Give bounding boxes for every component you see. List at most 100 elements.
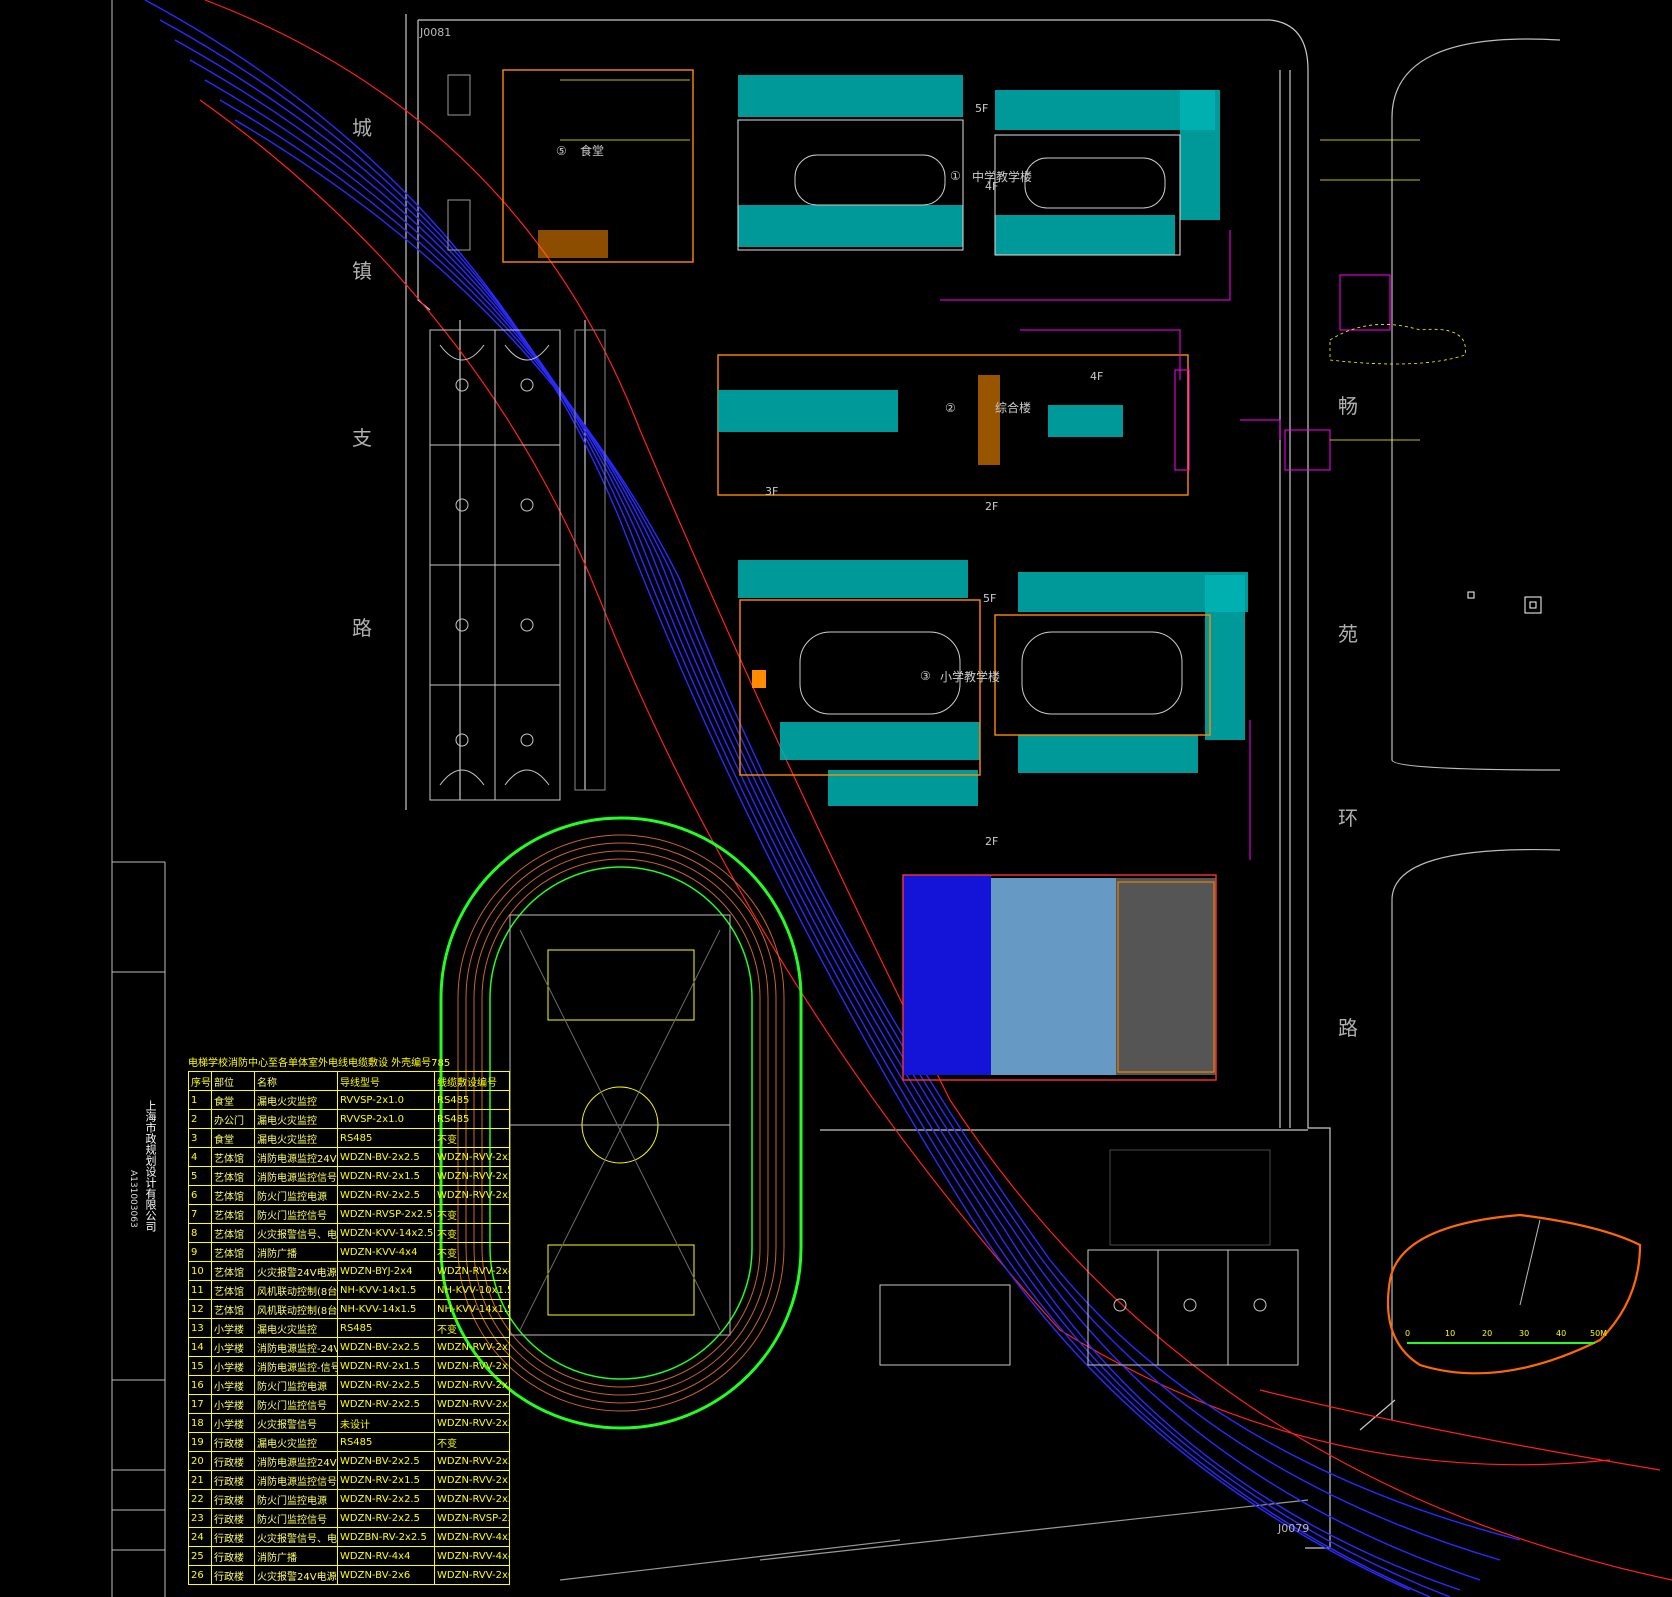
table-cell: WDZN-RV-2x2.5 xyxy=(337,1394,435,1414)
scale-tick: 10 xyxy=(1445,1329,1455,1338)
table-row: 12艺体馆风机联动控制(8台回路)NH-KVV-14x1.5NH-KVV-14x… xyxy=(188,1299,510,1319)
table-cell: 消防电源监控-信号 xyxy=(254,1356,338,1376)
basketball-courts-west xyxy=(429,329,606,801)
cable-routes-magenta xyxy=(940,230,1391,860)
table-cell: 火灾报警24V电源 xyxy=(254,1565,338,1585)
table-cell: WDZN-RV-2x2.5 xyxy=(337,1508,435,1528)
cable-table-title: 电梯学校消防中心至各单体室外电线电缆敷设 外壳编号785 xyxy=(188,1058,451,1069)
table-cell: 火灾报警信号 xyxy=(254,1413,338,1433)
table-cell: WDZN-RV-2x2.5 xyxy=(337,1375,435,1395)
table-cell: 7 xyxy=(188,1204,212,1224)
table-cell: 不变 xyxy=(434,1204,510,1224)
table-cell: WDZN-RVV-2x2.5 xyxy=(434,1394,510,1414)
table-cell: WDZN-BV-2x2.5 xyxy=(337,1451,435,1471)
table-cell: RS485 xyxy=(337,1318,435,1338)
table-cell: 艺体馆 xyxy=(211,1223,255,1243)
table-header-cell: 导线型号 xyxy=(337,1071,435,1091)
table-cell: 不变 xyxy=(434,1242,510,1262)
table-cell: 10 xyxy=(188,1261,212,1281)
table-cell: WDZN-KVV-14x2.5 xyxy=(337,1223,435,1243)
table-cell: 行政楼 xyxy=(211,1432,255,1452)
table-cell: 行政楼 xyxy=(211,1546,255,1566)
table-cell: WDZN-RVV-2x2.5 xyxy=(434,1337,510,1357)
table-cell: 火灾报警信号、电话 xyxy=(254,1223,338,1243)
table-cell: 食堂 xyxy=(211,1090,255,1110)
road-name-east: 畅 xyxy=(1338,394,1358,418)
table-cell: 13 xyxy=(188,1318,212,1338)
table-cell: 防火门监控信号 xyxy=(254,1204,338,1224)
table-cell: 不变 xyxy=(434,1223,510,1243)
table-cell: WDZN-RVSP-2x2.5 xyxy=(434,1508,510,1528)
table-cell: 不变 xyxy=(434,1128,510,1148)
table-cell: 艺体馆 xyxy=(211,1280,255,1300)
table-cell: RS485 xyxy=(337,1128,435,1148)
building-name: 食堂 xyxy=(580,143,604,158)
floor-tag: 2F xyxy=(985,500,998,513)
floor-tag: 5F xyxy=(975,102,988,115)
table-cell: WDZN-RVSP-2x2.5 xyxy=(337,1204,435,1224)
table-cell: 艺体馆 xyxy=(211,1242,255,1262)
courts-south-east xyxy=(879,1149,1299,1366)
table-cell: 行政楼 xyxy=(211,1470,255,1490)
table-cell: NH-KVV-10x1.5 xyxy=(434,1280,510,1300)
table-cell: 火灾报警信号、电话 xyxy=(254,1527,338,1547)
drawing-frame xyxy=(111,0,166,1597)
table-cell: 小学楼 xyxy=(211,1356,255,1376)
table-row: 14小学楼消防电源监控-24V电源WDZN-BV-2x2.5WDZN-RVV-2… xyxy=(188,1337,510,1357)
scale-tick: 0 xyxy=(1405,1329,1410,1338)
table-cell: RVVSP-2x1.0 xyxy=(337,1090,435,1110)
table-cell: NH-KVV-14x1.5 xyxy=(337,1280,435,1300)
building-name: 中学教学楼 xyxy=(972,169,1032,184)
table-cell: WDZN-RVV-2x4 xyxy=(434,1261,510,1281)
table-cell: WDZN-RVV-2x1.5 xyxy=(434,1356,510,1376)
table-cell: WDZN-RVV-4x4 xyxy=(434,1546,510,1566)
table-cell: 艺体馆 xyxy=(211,1299,255,1319)
table-cell: 办公门 xyxy=(211,1109,255,1129)
table-cell: WDZN-BV-2x2.5 xyxy=(337,1337,435,1357)
table-cell: 小学楼 xyxy=(211,1318,255,1338)
table-cell: RS485 xyxy=(434,1090,510,1110)
table-cell: RS485 xyxy=(337,1432,435,1452)
markers xyxy=(1467,591,1542,614)
table-cell: 12 xyxy=(188,1299,212,1319)
building-labels: ① 中学教学楼 ② 综合楼 ③ 小学教学楼 ⑤ 食堂 xyxy=(556,143,1032,684)
road-name-east: 路 xyxy=(1338,1016,1358,1040)
table-cell: 艺体馆 xyxy=(211,1261,255,1281)
table-cell: 防火门监控电源 xyxy=(254,1489,338,1509)
table-cell: 火灾报警24V电源 xyxy=(254,1261,338,1281)
table-cell: 22 xyxy=(188,1489,212,1509)
middle-school-building xyxy=(737,75,1220,256)
table-cell: 19 xyxy=(188,1432,212,1452)
scale-tick: 20 xyxy=(1482,1329,1492,1338)
scale-bar: 0 10 20 30 40 50M xyxy=(1386,1213,1642,1375)
table-cell: WDZBN-RV-2x2.5 xyxy=(337,1527,435,1547)
table-cell: 25 xyxy=(188,1546,212,1566)
floor-tag: 4F xyxy=(985,180,998,193)
table-header-cell: 名称 xyxy=(254,1071,338,1091)
table-header-cell: 线缆敷设编号 xyxy=(434,1071,510,1091)
red-setback-lines xyxy=(199,0,1672,1581)
table-cell: 消防广播 xyxy=(254,1546,338,1566)
table-row: 4艺体馆消防电源监控24V电源WDZN-BV-2x2.5WDZN-RVV-2x2… xyxy=(188,1147,510,1167)
table-cell: 防火门监控电源 xyxy=(254,1375,338,1395)
floor-tag: 5F xyxy=(983,592,996,605)
table-cell: WDZN-KVV-4x4 xyxy=(337,1242,435,1262)
table-cell: WDZN-RVV-2x6 xyxy=(434,1565,510,1585)
table-cell: WDZN-BYJ-2x4 xyxy=(337,1261,435,1281)
road-name-west: 城 xyxy=(352,116,372,140)
cable-schedule-table: 电梯学校消防中心至各单体室外电线电缆敷设 外壳编号785 序号部位名称导线型号线… xyxy=(188,1057,510,1585)
table-cell: 2 xyxy=(188,1109,212,1129)
table-cell: WDZN-RVV-2x2.5 xyxy=(434,1489,510,1509)
